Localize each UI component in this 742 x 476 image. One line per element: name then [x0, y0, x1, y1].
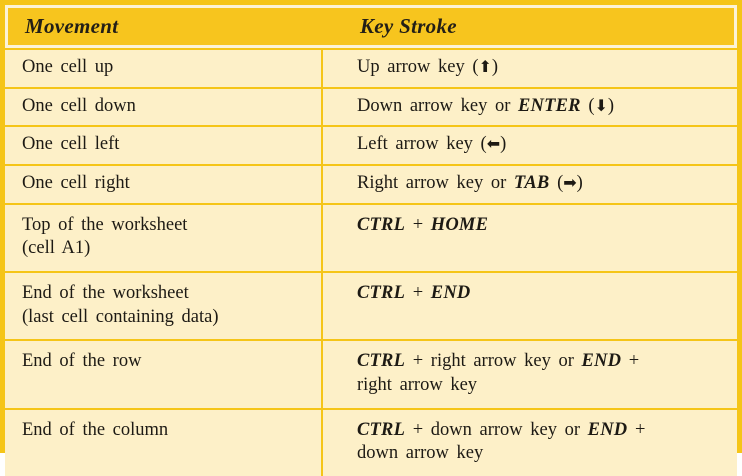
key-text: ) — [576, 173, 583, 194]
cell-movement: Top of the worksheet(cell A1) — [5, 204, 323, 272]
key-text: ( — [580, 95, 595, 116]
key-text: Up arrow key ( — [357, 57, 479, 77]
cell-movement-line2: (last cell containing data) — [22, 306, 219, 327]
cell-key-stroke: CTRL + END — [323, 273, 737, 339]
cell-key-stroke: Down arrow key or ENTER (⬇) — [323, 89, 737, 126]
cell-movement: One cell left — [5, 127, 323, 165]
cell-movement: One cell up — [5, 50, 323, 87]
key-text: + — [627, 419, 646, 440]
key-text: + — [621, 351, 640, 372]
key-text: + right arrow key or — [405, 351, 582, 372]
table-row: Top of the worksheet(cell A1)CTRL + HOME — [5, 202, 737, 272]
key-name: HOME — [430, 214, 489, 235]
key-text: ) — [491, 57, 499, 77]
arrow-icon: ⬅ — [486, 134, 501, 154]
cell-key-stroke: Left arrow key (⬅) — [323, 127, 737, 164]
column-header-movement: Movement — [25, 14, 119, 38]
cell-movement-line2: (cell A1) — [22, 238, 91, 259]
cell-movement: End of the row — [5, 341, 323, 408]
cell-key-stroke: Right arrow key or TAB (➡) — [323, 166, 737, 203]
key-name: CTRL — [357, 283, 406, 304]
cell-key-stroke-line2: down arrow key — [357, 443, 484, 464]
table-header-row: Movement Key Stroke — [5, 5, 737, 48]
cell-movement: One cell right — [5, 166, 323, 203]
key-name: CTRL — [357, 351, 406, 372]
cell-key-stroke: CTRL + down arrow key or END + down arrow… — [323, 410, 737, 476]
cell-movement: One cell down — [5, 88, 323, 126]
arrow-icon: ➡ — [563, 173, 577, 193]
cell-movement: End of the column — [5, 409, 323, 476]
arrow-icon: ⬆ — [478, 57, 492, 76]
key-text: Left arrow key ( — [357, 134, 487, 155]
cell-key-stroke-line2: right arrow key — [357, 375, 478, 396]
key-text: + — [405, 214, 431, 235]
key-text: ) — [500, 134, 507, 155]
cell-key-stroke: Up arrow key (⬆) — [323, 50, 737, 87]
key-text: ) — [607, 95, 615, 116]
key-text: Right arrow key or — [357, 173, 514, 194]
key-text: + — [405, 283, 431, 304]
key-name: CTRL — [357, 214, 406, 235]
cell-key-stroke: CTRL + HOME — [323, 205, 737, 271]
arrow-icon: ⬇ — [594, 95, 608, 115]
key-name: END — [581, 351, 622, 372]
key-name: CTRL — [357, 419, 406, 440]
key-name: END — [587, 419, 628, 440]
column-header-key-stroke: Key Stroke — [360, 14, 457, 38]
table-row: End of the worksheet(last cell containin… — [5, 271, 737, 340]
key-name: ENTER — [518, 95, 581, 116]
key-text: + down arrow key or — [405, 419, 588, 440]
cell-key-stroke: CTRL + right arrow key or END + right arr… — [323, 341, 737, 407]
key-name: END — [430, 283, 471, 304]
key-text: ( — [549, 173, 564, 194]
key-text: Down arrow key or — [357, 95, 518, 116]
key-name: TAB — [513, 173, 550, 194]
cell-movement: End of the worksheet(last cell containin… — [5, 273, 323, 340]
